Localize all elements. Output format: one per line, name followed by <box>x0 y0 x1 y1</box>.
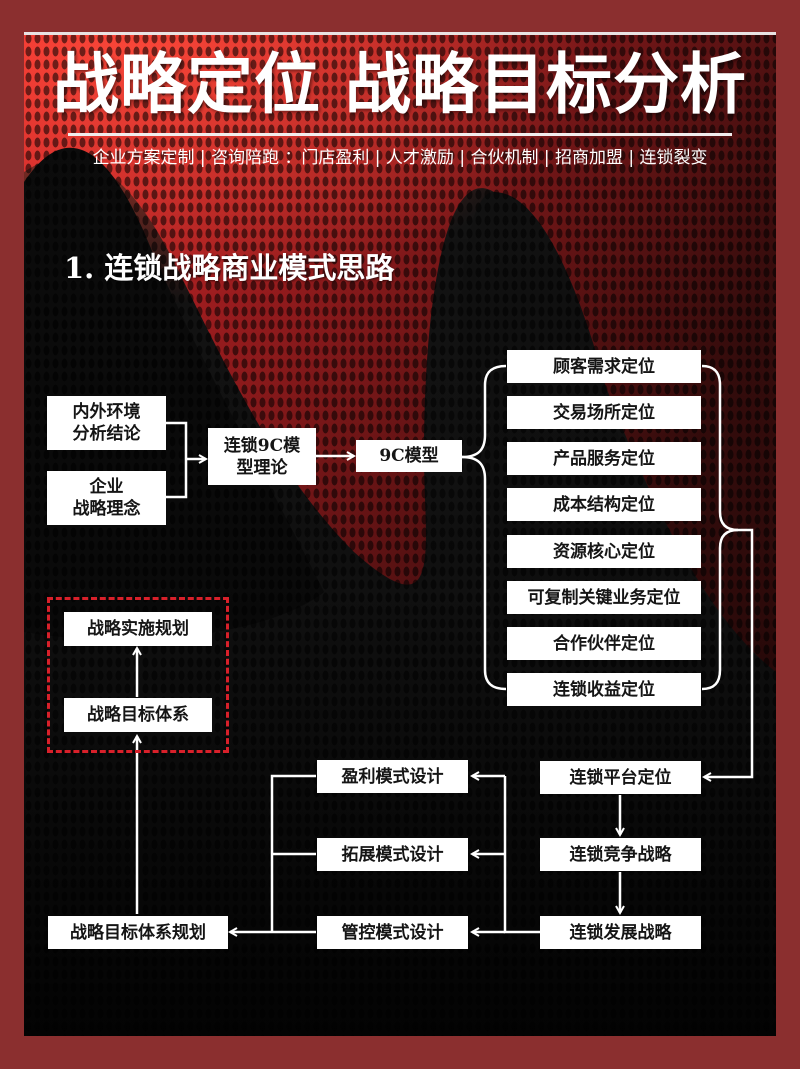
title-underline <box>68 133 732 136</box>
node-implementation-plan: 战略实施规划 <box>64 612 212 646</box>
poster-title: 战略定位 战略目标分析 <box>53 46 747 123</box>
node-product-service: 产品服务定位 <box>507 442 701 475</box>
node-chain-revenue: 连锁收益定位 <box>507 673 701 706</box>
node-9c-theory: 连锁9C模 型理论 <box>208 428 316 485</box>
node-chain-platform: 连锁平台定位 <box>540 761 701 794</box>
node-control-model: 管控模式设计 <box>317 916 468 949</box>
poster-panel <box>24 32 776 1036</box>
node-expansion-model: 拓展模式设计 <box>317 838 468 871</box>
node-chain-development: 连锁发展战略 <box>540 916 701 949</box>
outcome-group-frame <box>47 597 229 753</box>
node-cost-structure: 成本结构定位 <box>507 488 701 521</box>
section-title: 1. 连锁战略商业模式思路 <box>64 251 395 285</box>
node-9c-model: 9C模型 <box>356 440 462 472</box>
node-strategy-philosophy: 企业 战略理念 <box>47 471 166 525</box>
node-goal-system: 战略目标体系 <box>64 698 212 732</box>
top-rule <box>24 32 776 35</box>
node-env-analysis: 内外环境 分析结论 <box>47 396 166 450</box>
node-goal-system-planning: 战略目标体系规划 <box>48 916 228 949</box>
node-replicable-business: 可复制关键业务定位 <box>507 581 701 614</box>
node-trading-venue: 交易场所定位 <box>507 396 701 429</box>
node-partners: 合作伙伴定位 <box>507 627 701 660</box>
node-profit-model: 盈利模式设计 <box>317 760 468 793</box>
node-customer-demand: 顾客需求定位 <box>507 350 701 383</box>
service-tagline: 企业方案定制 | 咨询陪跑 ：门店盈利 | 人才激励 | 合伙机制 | 招商加盟… <box>92 148 708 168</box>
node-core-resources: 资源核心定位 <box>507 535 701 568</box>
background-art <box>24 32 776 1036</box>
node-chain-competition: 连锁竞争战略 <box>540 838 701 871</box>
